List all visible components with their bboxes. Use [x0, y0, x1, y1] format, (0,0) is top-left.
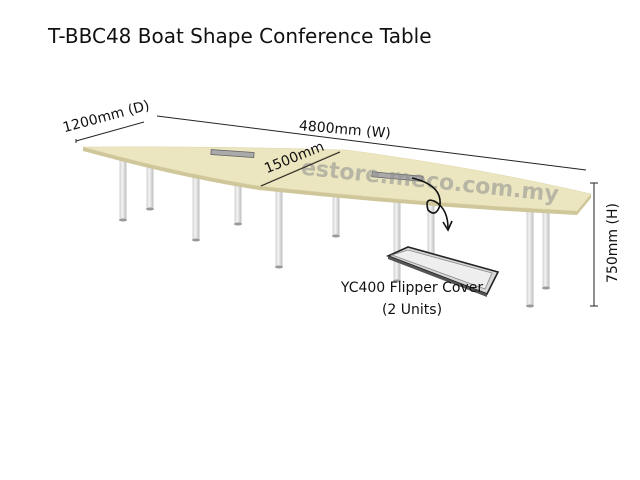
curved-arrow-icon [411, 177, 449, 229]
table-leg [542, 203, 550, 288]
tabletop-seam [258, 150, 341, 187]
tabletop [82, 146, 592, 212]
leg-foot [526, 304, 534, 308]
table-leg [526, 205, 534, 306]
cable-slot-1 [210, 149, 255, 158]
table-leg [275, 186, 283, 267]
dimension-lines [75, 115, 598, 307]
arrow-head-icon [442, 220, 453, 232]
segment-dimension-line [260, 151, 341, 187]
flipper-cover-image [385, 246, 500, 297]
leg-foot [119, 218, 127, 222]
table-leg [393, 200, 401, 281]
flipper-cover-lid [390, 249, 493, 290]
leg-foot [332, 234, 340, 238]
leg-foot [393, 279, 401, 283]
width-label: 4800mm (W) [298, 118, 391, 142]
leg-foot [146, 207, 154, 211]
leg-foot [275, 265, 283, 269]
table-leg [192, 170, 200, 240]
table-leg [332, 193, 340, 236]
leg-foot [234, 222, 242, 226]
cable-slot-2 [371, 171, 424, 182]
width-dimension-line [156, 115, 587, 171]
flipper-cover-edge [388, 256, 487, 297]
depth-label: 1200mm (D) [61, 98, 151, 137]
depth-dimension-line [75, 121, 145, 142]
table-leg [146, 160, 154, 209]
table-leg [427, 205, 435, 258]
product-title: T-BBC48 Boat Shape Conference Table [48, 24, 432, 48]
table-leg [234, 178, 242, 224]
table-leg [119, 155, 127, 220]
table-legs [119, 155, 550, 308]
leg-foot [192, 238, 200, 242]
accessory-name: YC400 Flipper Cover [340, 280, 483, 296]
leg-foot [542, 286, 550, 290]
height-label: 750mm (H) [605, 203, 621, 283]
accessory-quantity: (2 Units) [382, 302, 442, 318]
